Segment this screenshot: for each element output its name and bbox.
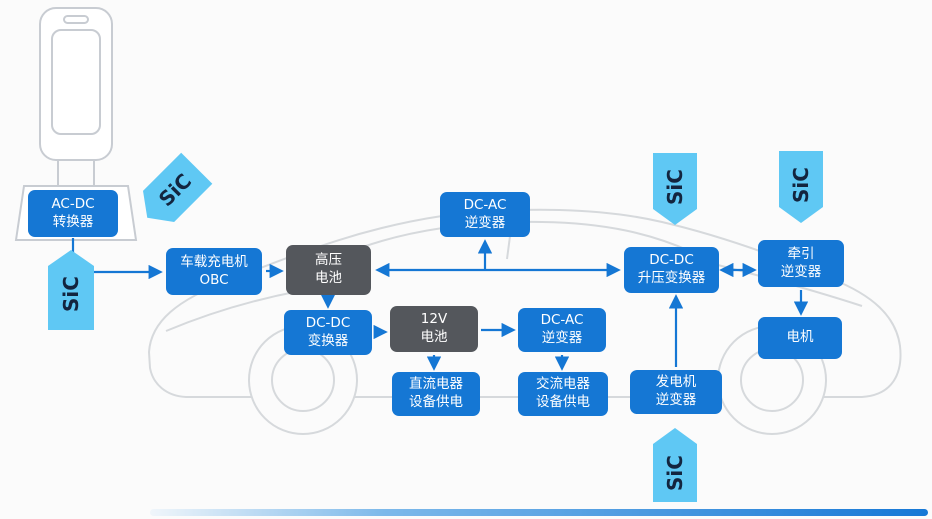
sic-text: SiC xyxy=(59,276,83,312)
sic-text: SiC xyxy=(789,167,813,203)
bottom-accent-bar xyxy=(150,509,928,516)
node-onboard-charger: 车载充电机 OBC xyxy=(166,248,262,295)
node-motor: 电机 xyxy=(758,317,842,359)
node-12v-battery: 12V 电池 xyxy=(390,306,478,352)
node-label: 逆变器 xyxy=(541,330,583,346)
node-label: DC-AC xyxy=(463,196,507,213)
node-dc-load: 直流电器 设备供电 xyxy=(392,372,480,416)
node-label: 电池 xyxy=(315,270,342,286)
node-ac-dc-converter: AC-DC 转换器 xyxy=(28,190,118,237)
node-ac-load: 交流电器 设备供电 xyxy=(518,372,608,416)
node-label: 逆变器 xyxy=(780,263,822,280)
sic-arrow-charger-diagonal: SiC xyxy=(143,152,213,222)
node-label: DC-DC xyxy=(649,252,694,269)
node-label: 车载充电机 xyxy=(180,253,248,270)
node-label: 发电机 xyxy=(655,374,697,391)
node-label: 变换器 xyxy=(307,332,349,349)
node-dc-ac-inverter-mid: DC-AC 逆变器 xyxy=(518,308,606,352)
node-label: 直流电器 xyxy=(409,376,463,393)
node-label: 电机 xyxy=(786,329,814,346)
sic-text: SiC xyxy=(663,455,687,491)
node-traction-inverter: 牵引 逆变器 xyxy=(758,240,844,287)
node-dc-ac-inverter-top: DC-AC 逆变器 xyxy=(440,192,530,237)
sic-arrow-charger-vertical: SiC xyxy=(48,250,94,330)
node-label: 12V xyxy=(420,311,448,328)
node-dc-dc-converter: DC-DC 变换器 xyxy=(284,310,372,355)
node-label: 升压变换器 xyxy=(637,270,706,286)
node-label: 电池 xyxy=(420,329,448,345)
node-label: DC-AC xyxy=(540,312,584,329)
node-label: DC-DC xyxy=(305,314,351,331)
sic-arrow-traction-top: SiC xyxy=(779,151,823,223)
node-label: 逆变器 xyxy=(464,214,506,231)
node-label: 设备供电 xyxy=(536,394,590,410)
node-label: OBC xyxy=(199,271,229,288)
sic-text: SiC xyxy=(663,169,687,205)
node-label: 高压 xyxy=(315,252,342,269)
node-generator-inverter: 发电机 逆变器 xyxy=(630,370,722,414)
node-label: 转换器 xyxy=(52,213,94,230)
node-label: 交流电器 xyxy=(536,376,590,393)
sic-arrow-boost-top: SiC xyxy=(653,153,697,225)
node-label: 设备供电 xyxy=(409,394,463,410)
node-dc-dc-boost-converter: DC-DC 升压变换器 xyxy=(624,247,719,293)
node-label: AC-DC xyxy=(51,195,95,212)
node-label: 逆变器 xyxy=(655,392,697,408)
sic-arrow-generator-bottom: SiC xyxy=(653,428,697,502)
node-hv-battery: 高压 电池 xyxy=(286,245,371,295)
node-label: 牵引 xyxy=(787,245,815,262)
sic-labels: SiC SiC SiC SiC SiC xyxy=(48,151,823,502)
